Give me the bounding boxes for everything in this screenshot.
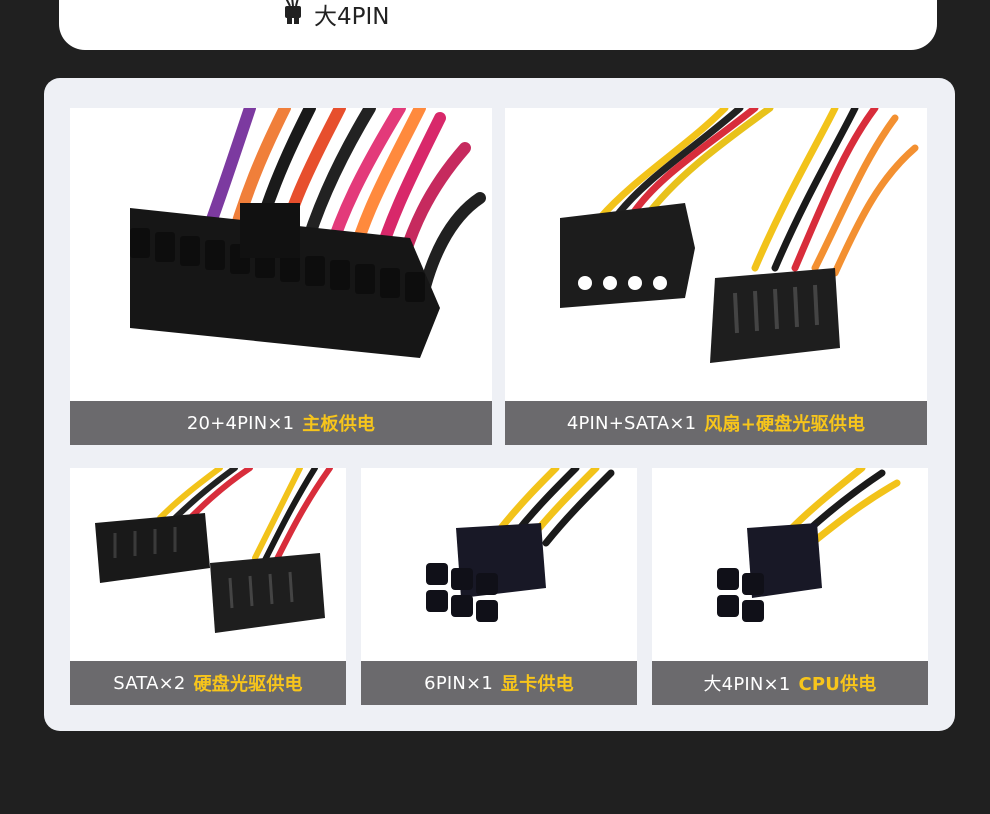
tile-caption: 大4PIN×1 CPU供电: [652, 661, 928, 705]
atx-24pin-connector-photo: [70, 108, 492, 401]
tile-caption: SATA×2 硬盘光驱供电: [70, 661, 346, 705]
caption-highlight: 硬盘光驱供电: [193, 674, 303, 695]
caption-text: 6PIN×1: [424, 672, 493, 694]
caption-text: 4PIN+SATA×1: [566, 412, 697, 434]
pcie-6pin-connector-photo: [361, 468, 637, 661]
header-title: 大4PIN: [314, 4, 390, 30]
connector-icon: [278, 0, 308, 32]
header-label-row: 大4PIN: [278, 0, 390, 30]
tile-caption: 4PIN+SATA×1 风扇+硬盘光驱供电: [505, 401, 927, 445]
caption-highlight: 主板供电: [302, 414, 376, 435]
cpu-4pin-connector-photo: [652, 468, 928, 661]
caption-highlight: CPU供电: [798, 674, 877, 695]
top-card: [59, 0, 937, 50]
sata-connector-photo: [70, 468, 346, 661]
tile-pcie-6pin: 6PIN×1 显卡供电: [361, 468, 637, 705]
caption-highlight: 显卡供电: [501, 674, 574, 695]
caption-text: 大4PIN×1: [703, 674, 791, 695]
tile-molex-sata: 4PIN+SATA×1 风扇+硬盘光驱供电: [505, 108, 927, 445]
caption-text: SATA×2: [113, 672, 186, 694]
tile-atx-24pin: 20+4PIN×1 主板供电: [70, 108, 492, 445]
caption-highlight: 风扇+硬盘光驱供电: [704, 414, 866, 435]
tile-cpu-4pin: 大4PIN×1 CPU供电: [652, 468, 928, 705]
molex-sata-connector-photo: [505, 108, 927, 401]
caption-text: 20+4PIN×1: [186, 412, 295, 434]
tile-caption: 6PIN×1 显卡供电: [361, 661, 637, 705]
tile-sata: SATA×2 硬盘光驱供电: [70, 468, 346, 705]
tile-caption: 20+4PIN×1 主板供电: [70, 401, 492, 445]
